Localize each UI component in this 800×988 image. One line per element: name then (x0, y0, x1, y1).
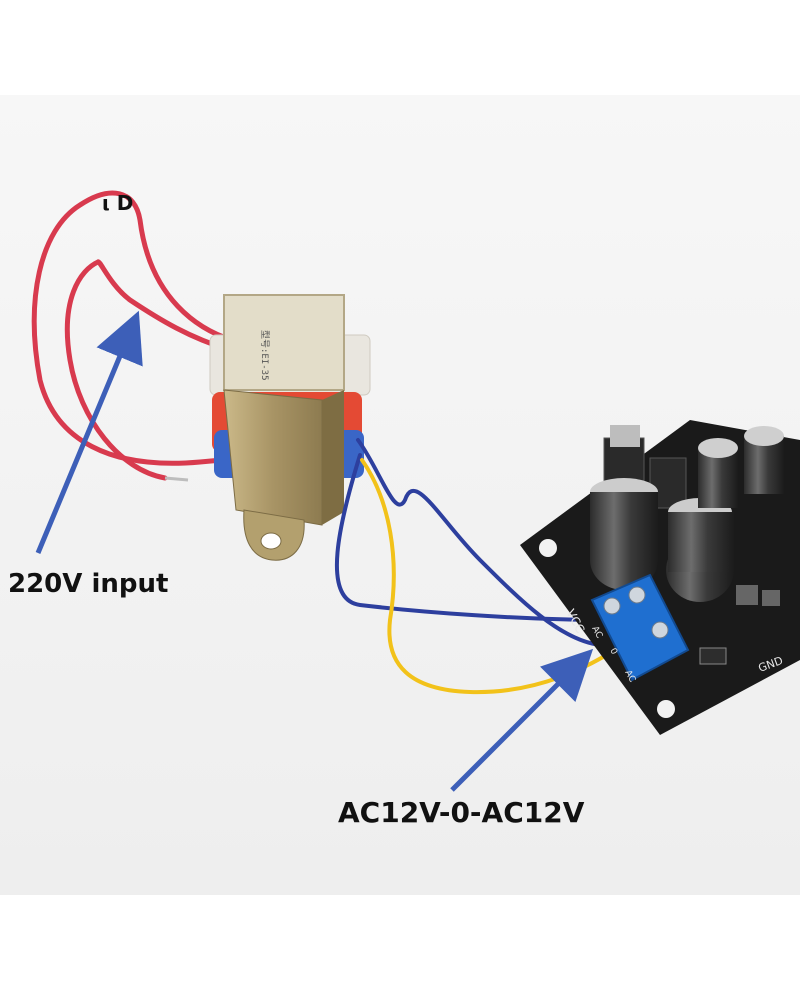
arrow-to-input-wires-icon (35, 310, 143, 554)
wire-tip (164, 476, 189, 482)
input-label: 220V input (8, 569, 168, 599)
arrow-to-terminal-block-icon (450, 648, 594, 792)
amplifier-board: VCC GND (520, 420, 800, 735)
transformer: 型号:EI-35 (209, 294, 371, 561)
output-label: AC12V-0-AC12V (338, 796, 585, 829)
top-mark-text: ι D (102, 191, 133, 215)
red-input-wires (31, 190, 235, 481)
zero-marking: 0 (607, 647, 619, 657)
svg-text:型号:EI-35: 型号:EI-35 (259, 330, 270, 381)
terminal-block: AC 0 AC (589, 573, 690, 684)
